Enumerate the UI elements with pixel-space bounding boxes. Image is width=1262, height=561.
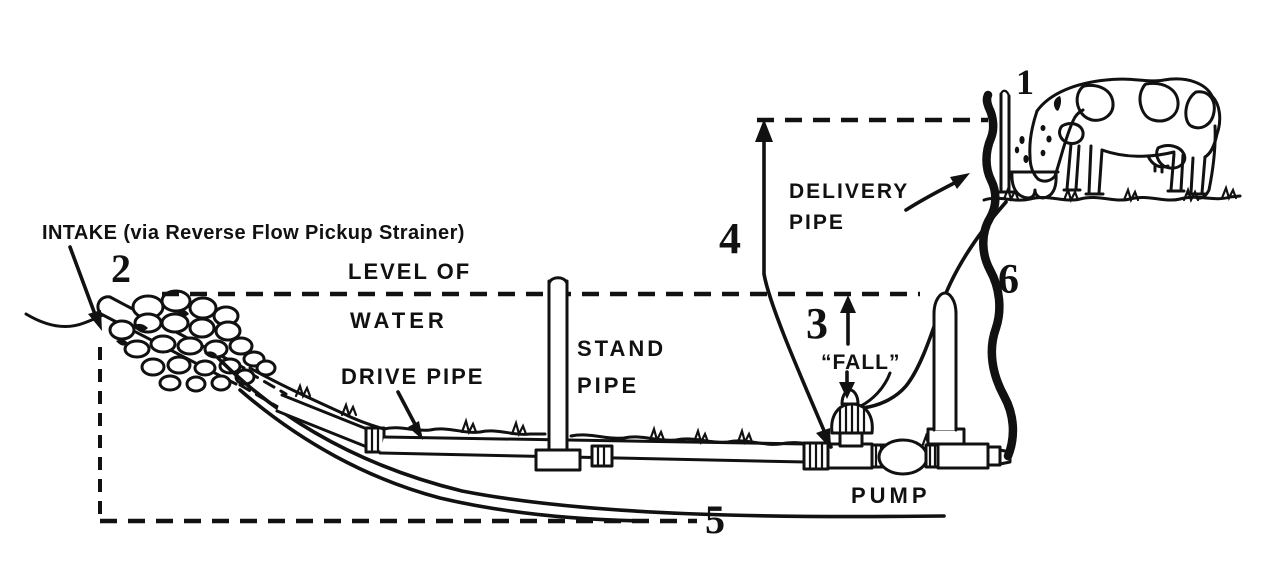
valve-tee	[826, 442, 874, 470]
lift-height-arrow	[762, 138, 833, 449]
cow-spot	[1058, 122, 1085, 145]
number-6: 6	[998, 257, 1019, 303]
grass-line	[248, 366, 984, 451]
water-level-label-line1: LEVEL OF	[348, 259, 471, 284]
number-2: 2	[111, 246, 131, 291]
intake-label: INTAKE (via Reverse Flow Pickup Strainer…	[42, 222, 465, 244]
number-1: 1	[1016, 62, 1034, 102]
number-5: 5	[705, 497, 725, 542]
cow-spot	[1075, 83, 1115, 122]
stand-pipe-tee	[534, 448, 582, 472]
air-chamber-riser	[932, 291, 958, 315]
cliff-edge-line	[861, 200, 1008, 410]
pump-assembly	[802, 291, 1012, 476]
fall-label: “FALL”	[821, 351, 901, 374]
delivery-pipe-arrow	[904, 178, 962, 212]
stand-pipe-label-line1: STAND	[577, 336, 666, 361]
pipe-coupling	[590, 444, 614, 468]
labels: INTAKE (via Reverse Flow Pickup Strainer…	[42, 62, 1034, 542]
outlet-tee	[936, 442, 990, 470]
strainer-rocks	[108, 289, 277, 393]
cow	[1028, 77, 1222, 200]
cow-spot	[1155, 144, 1187, 170]
delivery-spout	[992, 89, 1018, 194]
water-level-label-line2: WATER	[350, 308, 448, 333]
stand-pipe	[534, 276, 582, 472]
delivery-pipe-line	[979, 90, 1018, 461]
fall-leader-line	[859, 371, 892, 408]
water-drops	[1014, 135, 1052, 163]
cow-eye	[1040, 125, 1046, 131]
datum-lines	[98, 117, 988, 524]
upper-grass-line	[982, 184, 1242, 203]
delivery-pipe-label-line2: PIPE	[789, 211, 845, 234]
cow-spot	[1138, 81, 1180, 123]
stand-pipe-label-line2: PIPE	[577, 373, 639, 398]
delivery-pipe-label-line1: DELIVERY	[789, 180, 909, 203]
number-3: 3	[806, 299, 828, 348]
pump-label: PUMP	[851, 483, 931, 508]
pump-body	[877, 438, 929, 476]
cow-ear	[1053, 96, 1062, 111]
slope-bank-lines	[216, 356, 946, 523]
number-4: 4	[719, 214, 741, 263]
cow-spot	[1184, 90, 1216, 130]
cow-tail	[1195, 124, 1217, 200]
water-trough	[1008, 170, 1060, 200]
drive-pipe	[275, 393, 808, 468]
cow-udder	[1146, 154, 1170, 174]
drive-pipe-label: DRIVE PIPE	[341, 364, 484, 389]
cow-head	[1028, 109, 1040, 181]
annotation-arrows	[68, 119, 970, 449]
drive-pipe-arrow	[396, 390, 419, 430]
intake-arrow	[68, 245, 98, 319]
